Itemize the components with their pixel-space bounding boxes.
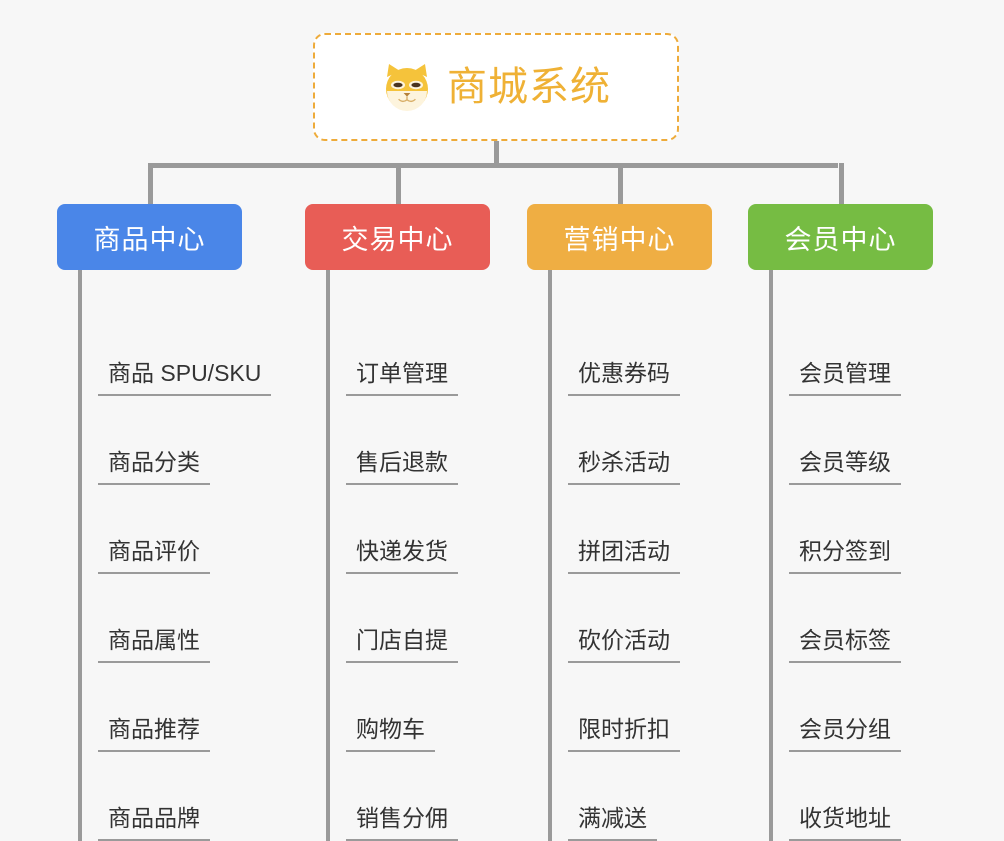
category-header-label: 商品中心 (93, 224, 206, 255)
list-item-label: 商品推荐 (98, 718, 210, 752)
list-item-label: 商品评价 (98, 540, 210, 574)
connector-drop-to-items (769, 270, 773, 307)
list-item[interactable]: 积分签到 (769, 485, 978, 574)
list-item[interactable]: 会员标签 (769, 574, 978, 663)
connector-drop-to-header (148, 163, 153, 204)
category-header-label: 营销中心 (563, 224, 676, 255)
list-item-label: 拼团活动 (568, 540, 680, 574)
list-item-label: 会员分组 (789, 718, 901, 752)
list-item-label: 限时折扣 (568, 718, 680, 752)
list-item[interactable]: 门店自提 (326, 574, 535, 663)
list-item[interactable]: 快递发货 (326, 485, 535, 574)
list-item-label: 会员管理 (789, 362, 901, 396)
list-item-label: 商品分类 (98, 451, 210, 485)
list-item[interactable]: 商品推荐 (78, 663, 287, 752)
item-list-marketing: 优惠券码 秒杀活动 拼团活动 砍价活动 限时折扣 满减送 (548, 307, 757, 841)
list-item-label: 门店自提 (346, 629, 458, 663)
connector-drop-to-header (839, 163, 844, 204)
distribution-bus-line (148, 163, 838, 168)
list-item-label: 积分签到 (789, 540, 901, 574)
category-header-marketing[interactable]: 营销中心 (527, 204, 712, 270)
list-item[interactable]: 商品评价 (78, 485, 287, 574)
connector-drop-to-items (548, 270, 552, 307)
connector-drop-to-header (396, 163, 401, 204)
category-header-member[interactable]: 会员中心 (748, 204, 933, 270)
list-item[interactable]: 销售分佣 (326, 752, 535, 841)
list-item[interactable]: 会员等级 (769, 396, 978, 485)
list-item[interactable]: 商品分类 (78, 396, 287, 485)
list-item-label: 商品 SPU/SKU (98, 362, 272, 396)
list-item-label: 秒杀活动 (568, 451, 680, 485)
list-item[interactable]: 商品品牌 (78, 752, 287, 841)
list-item[interactable]: 收货地址 (769, 752, 978, 841)
item-list-member: 会员管理 会员等级 积分签到 会员标签 会员分组 收货地址 (769, 307, 978, 841)
root-node[interactable]: 商城系统 (313, 33, 679, 141)
item-list-product: 商品 SPU/SKU 商品分类 商品评价 商品属性 商品推荐 商品品牌 (78, 307, 287, 841)
category-header-product[interactable]: 商品中心 (57, 204, 242, 270)
list-item-label: 购物车 (346, 718, 435, 752)
list-item-label: 快递发货 (346, 540, 458, 574)
list-item[interactable]: 售后退款 (326, 396, 535, 485)
list-item[interactable]: 购物车 (326, 663, 535, 752)
root-connector-stem (494, 141, 499, 165)
list-item[interactable]: 商品属性 (78, 574, 287, 663)
list-item-label: 商品属性 (98, 629, 210, 663)
list-item-label: 满减送 (568, 807, 657, 841)
list-item[interactable]: 砍价活动 (548, 574, 757, 663)
connector-drop-to-items (78, 270, 82, 307)
list-item-label: 商品品牌 (98, 807, 210, 841)
list-item[interactable]: 拼团活动 (548, 485, 757, 574)
list-item-label: 售后退款 (346, 451, 458, 485)
list-item[interactable]: 限时折扣 (548, 663, 757, 752)
list-item[interactable]: 商品 SPU/SKU (78, 307, 287, 396)
list-item-label: 优惠券码 (568, 362, 680, 396)
item-list-trade: 订单管理 售后退款 快递发货 门店自提 购物车 销售分佣 (326, 307, 535, 841)
list-item[interactable]: 订单管理 (326, 307, 535, 396)
category-header-trade[interactable]: 交易中心 (305, 204, 490, 270)
category-header-label: 会员中心 (784, 224, 897, 255)
list-item[interactable]: 秒杀活动 (548, 396, 757, 485)
list-item-label: 订单管理 (346, 362, 458, 396)
root-title: 商城系统 (447, 65, 611, 109)
category-header-label: 交易中心 (341, 224, 454, 255)
list-item[interactable]: 优惠券码 (548, 307, 757, 396)
list-item-label: 会员等级 (789, 451, 901, 485)
list-item[interactable]: 会员分组 (769, 663, 978, 752)
list-item-label: 会员标签 (789, 629, 901, 663)
list-item-label: 收货地址 (789, 807, 901, 841)
connector-drop-to-items (326, 270, 330, 307)
list-item-label: 销售分佣 (346, 807, 458, 841)
list-item-label: 砍价活动 (568, 629, 680, 663)
list-item[interactable]: 满减送 (548, 752, 757, 841)
shiba-dog-face-icon (381, 61, 433, 113)
list-item[interactable]: 会员管理 (769, 307, 978, 396)
connector-drop-to-header (618, 163, 623, 204)
